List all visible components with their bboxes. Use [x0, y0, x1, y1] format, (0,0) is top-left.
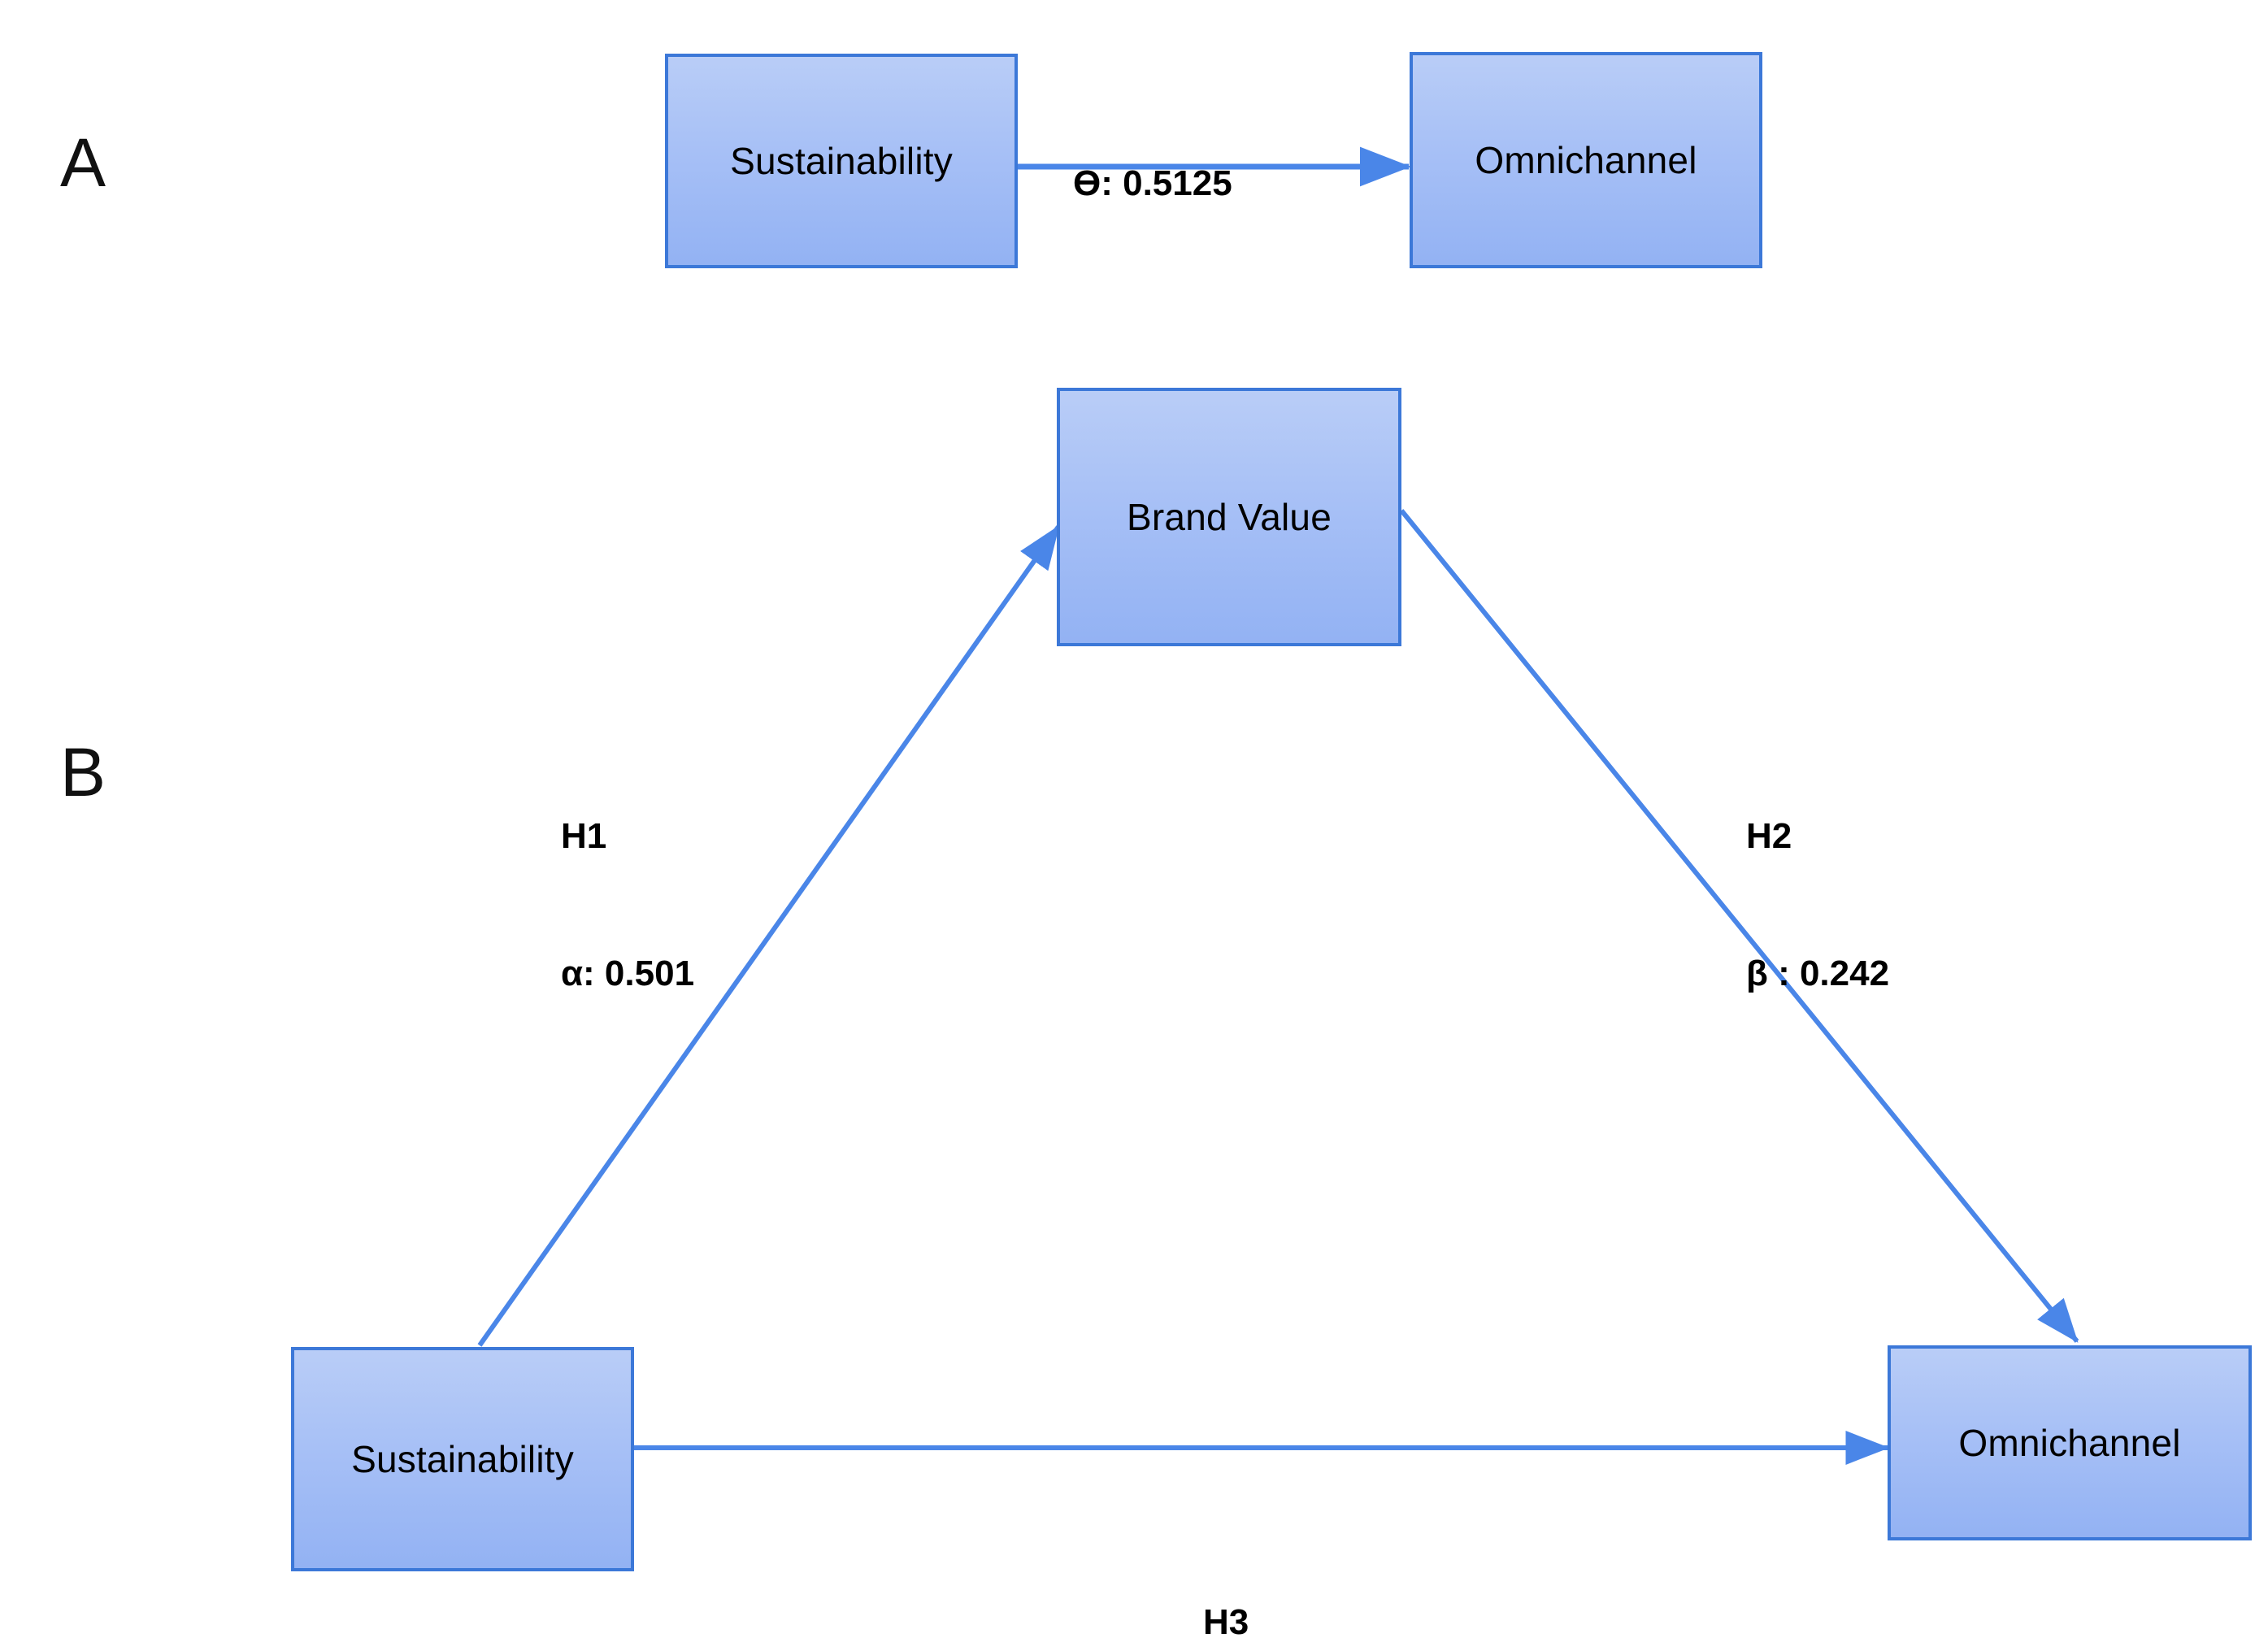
edge-label-b-h1-coefficient: α: 0.501 — [561, 953, 695, 993]
node-b-sustainability-label: Sustainability — [351, 1437, 574, 1480]
edge-label-b-h2: H2 β : 0.242 — [1746, 722, 1889, 1088]
panel-letter-a: A — [60, 124, 106, 201]
node-a-sustainability[interactable]: Sustainability — [665, 54, 1018, 268]
node-a-sustainability-label: Sustainability — [730, 139, 953, 182]
node-a-omnichannel-label: Omnichannel — [1475, 138, 1697, 181]
node-b-sustainability[interactable]: Sustainability — [291, 1347, 634, 1571]
panel-letter-b: B — [60, 734, 106, 810]
edge-label-b-h1: H1 α: 0.501 — [561, 722, 694, 1088]
edge-label-b-h3-hypothesis: H3 — [1203, 1601, 1249, 1638]
edge-label-a-direct-coefficient: Ө: 0.5125 — [1073, 163, 1232, 203]
edge-label-b-h1-hypothesis: H1 — [561, 815, 607, 856]
edge-label-b-h2-coefficient: β : 0.242 — [1746, 953, 1890, 993]
node-b-omnichannel[interactable]: Omnichannel — [1888, 1345, 2252, 1540]
edge-label-b-h2-hypothesis: H2 — [1746, 815, 1792, 856]
node-b-omnichannel-label: Omnichannel — [1958, 1421, 2181, 1464]
edge-label-a-direct: Ө: 0.5125 — [1073, 69, 1232, 298]
node-b-brand-value-label: Brand Value — [1127, 495, 1332, 538]
edge-label-b-h3: H3 Ө1: 0.3965 — [1203, 1508, 1382, 1638]
edge-b-h2-arrow — [1399, 509, 2079, 1343]
node-a-omnichannel[interactable]: Omnichannel — [1410, 52, 1762, 268]
node-b-brand-value[interactable]: Brand Value — [1057, 388, 1401, 646]
